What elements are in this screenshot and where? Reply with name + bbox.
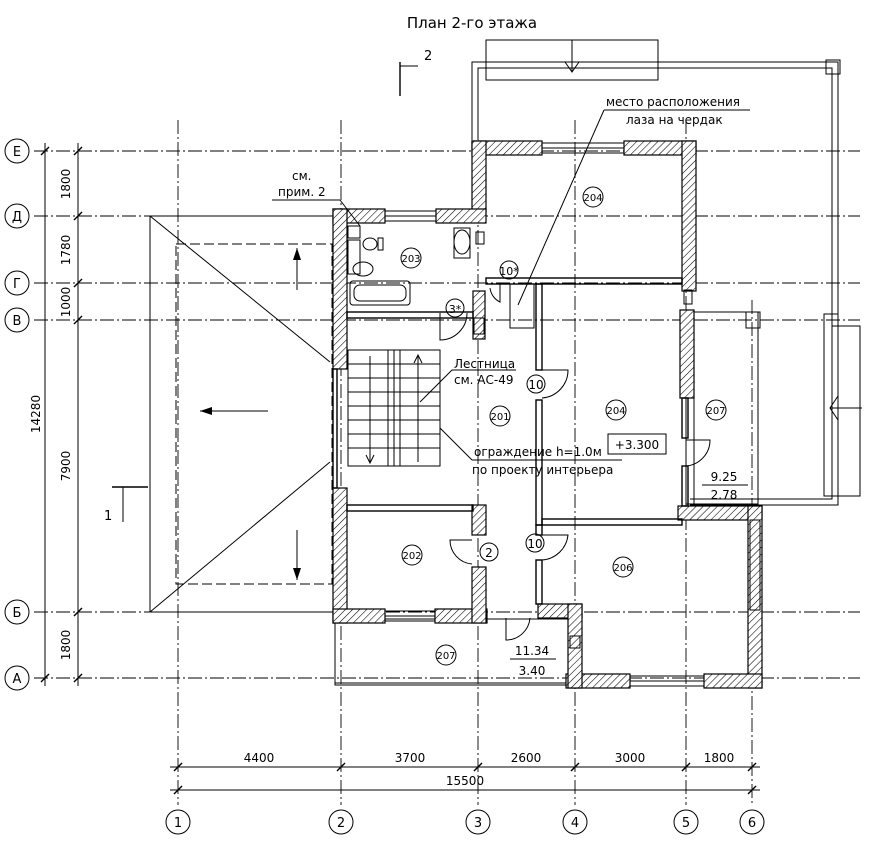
room-201: 201: [490, 412, 509, 423]
room-207-right: 207: [706, 406, 725, 417]
area-bottom-balcony: 11.34 3.40: [510, 644, 556, 678]
room-205: 204: [606, 406, 625, 417]
stair: [347, 349, 441, 467]
dim-h-1: 4400: [244, 751, 275, 765]
note-see-2: см. прим. 2: [272, 169, 361, 227]
column-axis-bubbles: 1 2 3 4 5 6: [165, 809, 765, 835]
dim-h-5: 1800: [704, 751, 735, 765]
svg-text:ограждение h=1.0м: ограждение h=1.0м: [474, 445, 602, 459]
walls: [332, 140, 763, 689]
dim-h-total: 15500: [446, 774, 484, 788]
svg-text:3.40: 3.40: [519, 664, 546, 678]
note-railing: ограждение h=1.0м по проекту интерьера: [439, 427, 622, 477]
dim-v-2: 1780: [59, 235, 73, 266]
lower-roof: [149, 215, 333, 613]
dim-h-3: 2600: [511, 751, 542, 765]
door-tag-10-lower: 10: [527, 537, 542, 551]
axis-label-a: А: [13, 672, 22, 687]
level-mark: +3.300: [607, 433, 667, 455]
axis-label-6: 6: [748, 816, 756, 831]
attic-hatch: [509, 283, 535, 329]
dim-v-1: 1800: [59, 169, 73, 200]
svg-text:прим. 2: прим. 2: [278, 185, 326, 199]
svg-text:1: 1: [104, 509, 112, 524]
top-terrace: [471, 39, 862, 506]
dimension-chain-horizontal: 4400 3700 2600 3000 1800 15500: [170, 751, 760, 795]
svg-text:см. АС-49: см. АС-49: [454, 373, 513, 387]
door-tag-10-upper: 10: [528, 378, 543, 392]
axis-label-3: 3: [474, 816, 482, 831]
door-tag-3: 3*: [449, 303, 462, 316]
section-mark-top: 2: [399, 49, 432, 96]
axis-label-2: 2: [337, 816, 345, 831]
axis-label-e: Е: [13, 145, 21, 160]
door-tags: 10 10 2 3* 10*: [445, 260, 546, 562]
note-attic-hatch: место расположения лаза на чердак: [517, 95, 750, 306]
row-axis-bubbles: Е Д Г В Б А: [4, 138, 30, 691]
room-206: 206: [613, 563, 632, 574]
section-mark-left: 1: [104, 486, 148, 524]
axis-label-v: В: [13, 314, 22, 329]
axis-label-d: Д: [12, 210, 22, 225]
dim-v-4: 7900: [59, 451, 73, 482]
bathroom-fixtures: [347, 225, 693, 649]
room-207-bottom: 207: [436, 651, 455, 662]
note-stair: Лестница см. АС-49: [419, 357, 516, 403]
svg-text:место расположения: место расположения: [606, 95, 740, 109]
dim-v-5: 1800: [59, 630, 73, 661]
svg-text:11.34: 11.34: [515, 644, 549, 658]
room-204: 204: [583, 193, 602, 204]
svg-text:Лестница: Лестница: [454, 357, 515, 371]
area-right-balcony: 9.25 2.78: [702, 470, 748, 502]
svg-text:см.: см.: [292, 169, 311, 183]
svg-text:9.25: 9.25: [711, 470, 738, 484]
dim-h-4: 3000: [615, 751, 646, 765]
svg-text:лаза на чердак: лаза на чердак: [626, 113, 723, 127]
row-axis-lines: [34, 150, 860, 679]
door-tag-10-star: 10*: [499, 265, 519, 278]
axis-label-1: 1: [174, 816, 182, 831]
axis-label-b: Б: [13, 606, 22, 621]
svg-text:2.78: 2.78: [711, 488, 738, 502]
dim-v-total: 14280: [29, 395, 43, 433]
plan-title: План 2-го этажа: [407, 14, 537, 32]
svg-text:+3.300: +3.300: [615, 438, 659, 452]
svg-text:2: 2: [424, 49, 432, 64]
dim-v-3: 1000: [59, 287, 73, 318]
axis-label-g: Г: [13, 277, 21, 292]
dim-h-2: 3700: [395, 751, 426, 765]
axis-label-5: 5: [682, 816, 690, 831]
room-202: 202: [402, 551, 421, 562]
dimension-chain-vertical: 1800 1780 1000 7900 1800 14280: [29, 143, 83, 686]
door-tag-2: 2: [485, 546, 493, 560]
partitions: [332, 142, 761, 687]
room-tags: 204 203 201 204 207 202 206 207: [400, 186, 727, 666]
svg-text:по проекту интерьера: по проекту интерьера: [472, 463, 613, 477]
doors: [439, 284, 711, 641]
room-203: 203: [401, 254, 420, 265]
axis-label-4: 4: [571, 816, 579, 831]
